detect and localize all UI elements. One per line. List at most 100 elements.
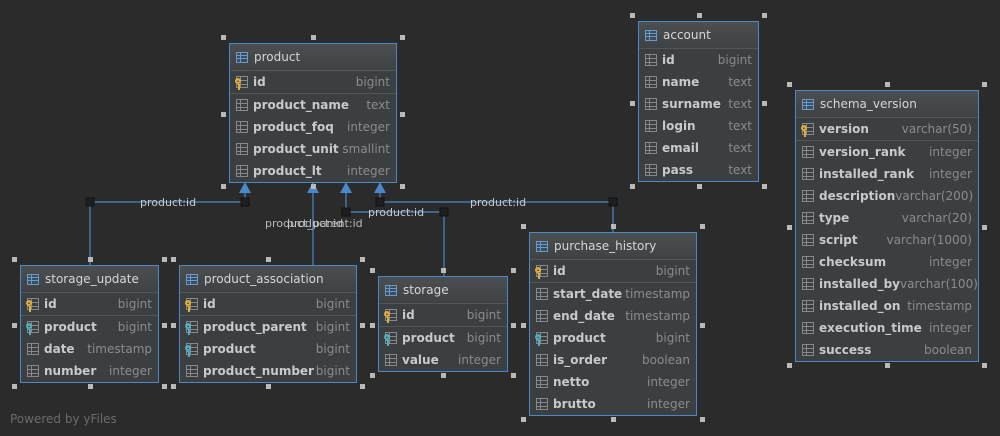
resize-handle[interactable]	[885, 363, 890, 368]
resize-handle[interactable]	[87, 257, 93, 262]
resize-handle[interactable]	[87, 384, 93, 389]
resize-handle[interactable]	[700, 224, 705, 229]
bend-point[interactable]	[341, 207, 351, 217]
resize-handle[interactable]	[611, 224, 616, 229]
resize-handle[interactable]	[700, 417, 705, 422]
resize-handle[interactable]	[311, 184, 316, 189]
resize-handle[interactable]	[611, 417, 616, 422]
resize-handle[interactable]	[12, 257, 17, 262]
resize-handle[interactable]	[511, 323, 516, 328]
resize-handle[interactable]	[441, 373, 446, 378]
resize-handle[interactable]	[221, 112, 226, 117]
resize-handle[interactable]	[162, 384, 167, 389]
resize-handle[interactable]	[162, 257, 167, 262]
resize-handle[interactable]	[360, 257, 365, 262]
resize-handle[interactable]	[787, 363, 792, 368]
resize-handle[interactable]	[400, 35, 405, 40]
resize-handle[interactable]	[982, 82, 987, 87]
bend-point[interactable]	[608, 197, 618, 207]
resize-handle[interactable]	[12, 323, 17, 328]
resize-handle[interactable]	[370, 268, 375, 273]
resize-handle[interactable]	[982, 225, 987, 230]
resize-handle[interactable]	[696, 13, 702, 18]
edge-storage[interactable]	[345, 193, 445, 276]
resize-handle[interactable]	[762, 101, 767, 106]
bend-point[interactable]	[375, 197, 385, 207]
resize-handle[interactable]	[521, 224, 526, 229]
bend-point[interactable]	[240, 197, 250, 207]
resize-handle[interactable]	[511, 373, 516, 378]
resize-handle[interactable]	[171, 384, 176, 389]
resize-handle[interactable]	[521, 323, 526, 328]
resize-handle[interactable]	[630, 184, 635, 189]
resize-handle[interactable]	[171, 257, 176, 262]
resize-handle[interactable]	[400, 184, 405, 189]
resize-handle[interactable]	[787, 225, 792, 230]
resize-handle[interactable]	[162, 323, 167, 328]
resize-handle[interactable]	[696, 184, 702, 189]
bend-point[interactable]	[85, 197, 95, 207]
resize-handle[interactable]	[762, 184, 767, 189]
resize-handle[interactable]	[441, 268, 446, 273]
resize-handle[interactable]	[360, 384, 365, 389]
resize-handle[interactable]	[370, 373, 375, 378]
resize-handle[interactable]	[266, 384, 271, 389]
resize-handle[interactable]	[982, 363, 987, 368]
resize-handle[interactable]	[221, 35, 226, 40]
resize-handle[interactable]	[521, 417, 526, 422]
resize-handle[interactable]	[360, 323, 365, 328]
resize-handle[interactable]	[12, 384, 17, 389]
resize-handle[interactable]	[311, 35, 316, 40]
resize-handle[interactable]	[787, 82, 792, 87]
resize-handle[interactable]	[266, 257, 271, 262]
resize-handle[interactable]	[630, 101, 635, 106]
resize-handle[interactable]	[630, 13, 635, 18]
resize-handle[interactable]	[511, 268, 516, 273]
resize-handle[interactable]	[700, 323, 705, 328]
resize-handle[interactable]	[400, 112, 405, 117]
resize-handle[interactable]	[171, 323, 176, 328]
